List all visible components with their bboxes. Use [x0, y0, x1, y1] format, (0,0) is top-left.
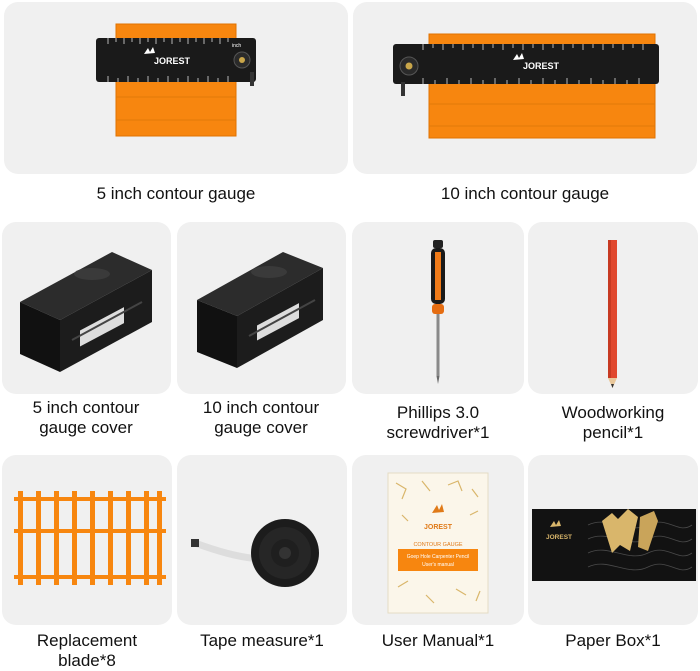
gauge-cover-5in-image [20, 252, 152, 372]
user-manual-caption: User Manual*1 [381, 631, 495, 650]
gauge-cover-5in-caption: 5 inch contour gauge cover [1, 398, 171, 438]
brand-logo-text: JOREST [154, 56, 191, 66]
caption-line-1: Phillips 3.0 [396, 403, 480, 422]
caption-line-1: Replacement [36, 631, 138, 650]
user-manual-image: JOREST CONTOUR GAUGE Goep Hole Carpenter… [387, 472, 489, 614]
ruler-unit-label: inch [232, 43, 241, 49]
replacement-blade-image [14, 491, 166, 585]
caption-line-2: pencil*1 [582, 423, 644, 442]
screwdriver-caption: Phillips 3.0 screwdriver*1 [353, 403, 523, 443]
contour-gauge-5in-caption: 5 inch contour gauge [96, 184, 256, 203]
caption-line-2: gauge cover [214, 418, 308, 437]
pencil-image [608, 240, 617, 388]
paper-box-caption: Paper Box*1 [565, 631, 661, 650]
caption-line-2: blade*8 [58, 651, 116, 670]
replacement-blade-caption: Replacement blade*8 [2, 631, 172, 671]
contour-gauge-10in-image: JOREST [393, 33, 659, 139]
user-manual-card: JOREST CONTOUR GAUGE Goep Hole Carpenter… [352, 455, 524, 625]
gauge-cover-10in-image [197, 252, 323, 368]
gauge-cover-5in-card [2, 222, 171, 394]
tape-measure-caption: Tape measure*1 [200, 631, 324, 650]
replacement-blade-card [2, 455, 172, 625]
tape-measure-image [191, 519, 319, 587]
brand-logo-text: JOREST [523, 61, 560, 71]
manual-cover-line-1: Goep Hole Carpenter Pencil [407, 554, 470, 560]
caption-line-1: 10 inch contour [202, 398, 320, 417]
contour-gauge-5in-card: JOREST inch [4, 2, 348, 174]
caption-line-2: gauge cover [39, 418, 133, 437]
paper-box-image: JOREST [532, 509, 696, 581]
manual-cover-title: CONTOUR GAUGE [413, 542, 462, 548]
contour-gauge-10in-caption: 10 inch contour gauge [440, 184, 610, 203]
box-brand-text: JOREST [546, 534, 572, 541]
caption-line-2: screwdriver*1 [386, 423, 490, 442]
contour-gauge-10in-card: JOREST [353, 2, 697, 174]
tape-measure-card [177, 455, 347, 625]
gauge-cover-10in-caption: 10 inch contour gauge cover [176, 398, 346, 438]
manual-cover-line-2: User's manual [422, 562, 454, 568]
pencil-card [528, 222, 698, 394]
pencil-caption: Woodworking pencil*1 [528, 403, 698, 443]
caption-line-1: 5 inch contour [32, 398, 140, 417]
paper-box-card: JOREST [528, 455, 698, 625]
screwdriver-card [352, 222, 524, 394]
manual-brand-text: JOREST [424, 524, 453, 531]
contour-gauge-5in-image: JOREST inch [96, 23, 256, 137]
caption-line-1: Woodworking [561, 403, 665, 422]
gauge-cover-10in-card [177, 222, 346, 394]
screwdriver-image [431, 240, 445, 384]
